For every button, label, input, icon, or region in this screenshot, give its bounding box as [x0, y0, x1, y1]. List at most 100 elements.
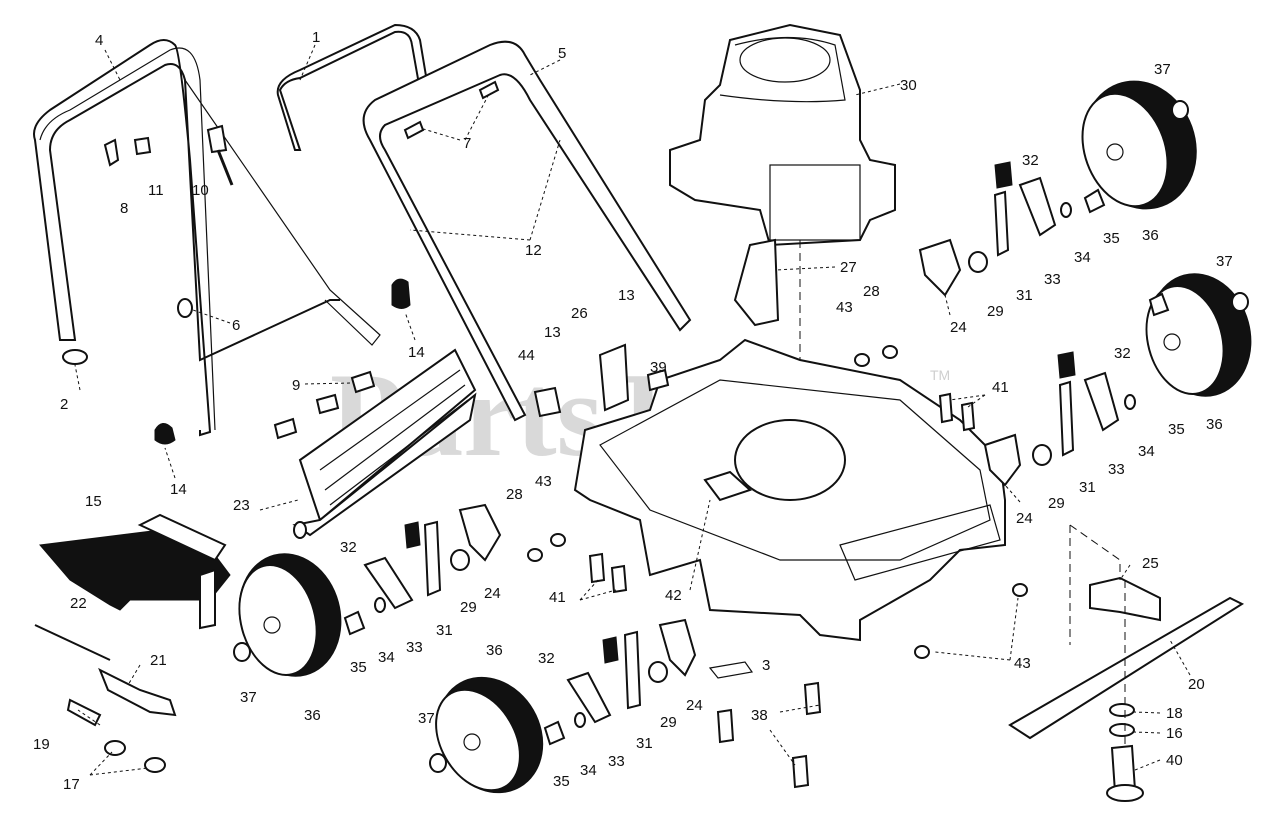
spacer-29-c[interactable] — [450, 549, 470, 571]
nut-17b[interactable] — [144, 757, 166, 773]
bracket-27[interactable] — [733, 238, 780, 327]
wheel-36-right-rear[interactable] — [1066, 65, 1214, 225]
washer-18[interactable] — [1109, 703, 1135, 717]
washer-16[interactable] — [1109, 723, 1135, 737]
height-adjuster-24-rf[interactable] — [983, 433, 1022, 487]
side-discharge-15[interactable] — [39, 513, 231, 630]
screw-11[interactable] — [133, 136, 152, 156]
bracket-31-b[interactable] — [1058, 380, 1075, 457]
axle-33-b[interactable] — [1083, 371, 1120, 432]
screw-41-a[interactable] — [938, 392, 954, 424]
callout-6: 6 — [232, 317, 240, 334]
bracket-44[interactable] — [533, 386, 562, 418]
screw-38-b[interactable] — [716, 708, 735, 744]
callout-36a: 36 — [1142, 227, 1159, 244]
callout-26: 26 — [571, 305, 588, 322]
rear-deflector-23[interactable] — [292, 348, 477, 539]
callout-28a: 28 — [863, 283, 880, 300]
spacer-29-a[interactable] — [968, 251, 988, 273]
callout-39: 39 — [650, 359, 667, 376]
screw-38-a[interactable] — [803, 681, 822, 716]
callout-34a: 34 — [1074, 249, 1091, 266]
upper-handle[interactable] — [33, 39, 381, 437]
spacer-29-d[interactable] — [648, 661, 668, 683]
hubcap-37-d[interactable] — [429, 753, 447, 773]
bolt-35-a[interactable] — [1083, 188, 1106, 214]
washer-28-a[interactable] — [882, 345, 898, 359]
callout-35b: 35 — [1168, 421, 1185, 438]
callout-44: 44 — [518, 347, 535, 364]
rope-guide-7[interactable] — [403, 120, 425, 140]
cable-clip-2[interactable] — [62, 349, 88, 365]
hubcap-37-c[interactable] — [233, 642, 251, 662]
screw-41-d[interactable] — [610, 564, 628, 594]
bracket-31-d[interactable] — [623, 630, 642, 710]
wing-knob-14-lower[interactable] — [154, 423, 176, 445]
bracket-31-c[interactable] — [423, 520, 442, 597]
callout-40: 40 — [1166, 752, 1183, 769]
wheel-36-left-rear[interactable] — [226, 542, 355, 688]
callout-36c: 36 — [304, 707, 321, 724]
callout-34d: 34 — [580, 762, 597, 779]
bolt-35-c[interactable] — [343, 610, 366, 636]
bracket-31-a[interactable] — [993, 190, 1010, 257]
screw-38-c[interactable] — [791, 754, 810, 789]
hubcap-37-b[interactable] — [1231, 292, 1249, 312]
callout-29a: 29 — [987, 303, 1004, 320]
wheel-36-right-front[interactable] — [1135, 262, 1264, 408]
washer-34-d[interactable] — [574, 712, 586, 728]
axle-33-c[interactable] — [363, 556, 414, 610]
nut-43-d[interactable] — [914, 645, 930, 659]
bolt-35-d[interactable] — [543, 720, 566, 746]
wing-knob-14-upper[interactable] — [391, 278, 411, 309]
spring-19[interactable] — [66, 698, 102, 727]
washer-34-a[interactable] — [1060, 202, 1072, 218]
callout-43a: 43 — [836, 299, 853, 316]
bolt-9b[interactable] — [315, 393, 340, 415]
bracket-26[interactable] — [598, 343, 630, 412]
nut-43-c[interactable] — [1012, 583, 1028, 597]
callout-29b: 29 — [1048, 495, 1065, 512]
callout-2: 2 — [60, 396, 68, 413]
lower-handle[interactable] — [362, 40, 692, 422]
engine-30[interactable] — [669, 23, 896, 360]
callout-labels: 1 2 3 4 5 6 7 8 9 10 11 12 13 13 14 14 1… — [33, 29, 1233, 793]
cable-guide-10[interactable] — [206, 124, 228, 154]
cap-32-c[interactable] — [404, 521, 421, 549]
cable-tie-8[interactable] — [103, 138, 120, 167]
axle-33-a[interactable] — [1018, 176, 1057, 237]
clip-39[interactable] — [646, 368, 670, 392]
bolt-9c[interactable] — [273, 417, 298, 440]
height-adjuster-24-lf[interactable] — [658, 618, 697, 677]
rope-guide-7b[interactable] — [478, 80, 500, 100]
washer-34-c[interactable] — [374, 597, 386, 613]
hinge-rod-22[interactable] — [34, 624, 111, 661]
clip-3[interactable] — [708, 661, 754, 679]
nut-17a[interactable] — [104, 740, 126, 756]
nut-43-b[interactable] — [550, 533, 566, 547]
bolt-9a[interactable] — [350, 370, 376, 394]
height-adjuster-24-rr[interactable] — [918, 238, 962, 297]
washer-28-b[interactable] — [527, 548, 543, 562]
cap-32-a[interactable] — [994, 161, 1013, 189]
height-adjuster-24-lr[interactable] — [458, 503, 502, 562]
callout-10: 10 — [192, 182, 209, 199]
nut-43-a[interactable] — [854, 353, 870, 367]
wheel-36-left-front[interactable] — [417, 658, 564, 812]
bolt-35-b[interactable] — [1148, 292, 1170, 317]
callout-24d: 24 — [686, 697, 703, 714]
callout-37b: 37 — [1216, 253, 1233, 270]
cap-32-d[interactable] — [602, 636, 619, 664]
mower-deck[interactable] — [573, 338, 1006, 642]
washer-34-b[interactable] — [1124, 394, 1136, 410]
axle-33-d[interactable] — [566, 671, 612, 724]
blade-20[interactable] — [1008, 596, 1245, 740]
spacer-29-b[interactable] — [1032, 444, 1052, 466]
hinge-bracket-21[interactable] — [98, 667, 177, 717]
handle-knob-6[interactable] — [177, 298, 193, 318]
callout-11: 11 — [148, 182, 164, 199]
cap-32-b[interactable] — [1057, 351, 1076, 379]
screw-41-b[interactable] — [960, 401, 976, 432]
hubcap-37-a[interactable] — [1171, 100, 1189, 120]
screw-41-c[interactable] — [588, 552, 606, 584]
